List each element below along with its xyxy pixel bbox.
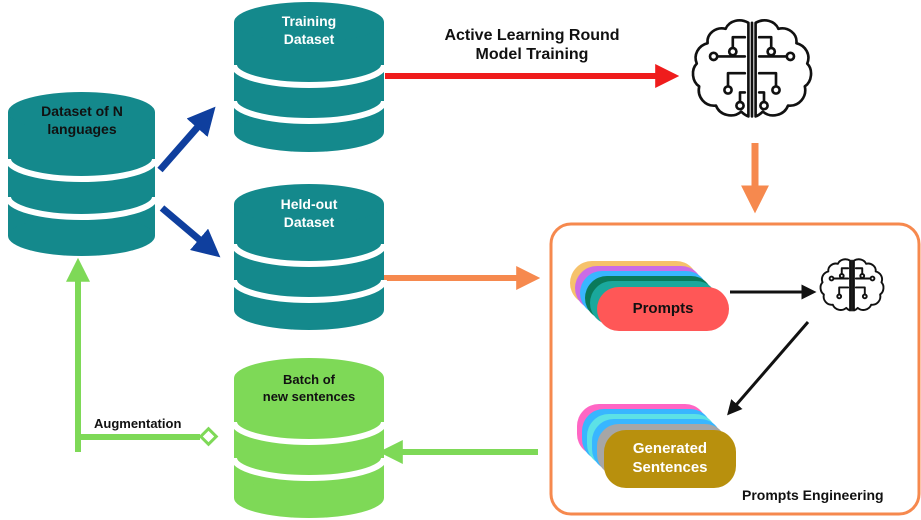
training-dataset-label: Training Dataset bbox=[281, 13, 337, 48]
brain-circuit-icon bbox=[819, 258, 885, 312]
active-learning-label: Active Learning Round Model Training bbox=[444, 27, 620, 64]
database-batch bbox=[231, 358, 387, 518]
augmentation-diamond bbox=[198, 426, 219, 447]
prompts-engineering-box bbox=[549, 222, 921, 516]
prompts-engineering-label: Prompts Engineering bbox=[742, 487, 884, 503]
arrow-to-training bbox=[157, 106, 216, 173]
augmentation-path bbox=[66, 257, 200, 440]
heldout-dataset-label: Held-out Dataset bbox=[280, 196, 338, 231]
prompts-card: Prompts bbox=[597, 287, 729, 331]
arrow-to-heldout bbox=[159, 205, 221, 258]
dataset-n-label: Dataset of N languages bbox=[41, 103, 123, 138]
batch-label: Batch of new sentences bbox=[262, 372, 356, 404]
database-heldout bbox=[231, 184, 387, 330]
augmentation-label: Augmentation bbox=[94, 416, 182, 431]
generated-sentences-card: Generated Sentences bbox=[604, 430, 736, 488]
arrow-brain-to-generated bbox=[727, 321, 810, 416]
database-training bbox=[231, 2, 387, 152]
brain-circuit-icon bbox=[691, 19, 813, 118]
database-dataset-n bbox=[5, 92, 158, 256]
